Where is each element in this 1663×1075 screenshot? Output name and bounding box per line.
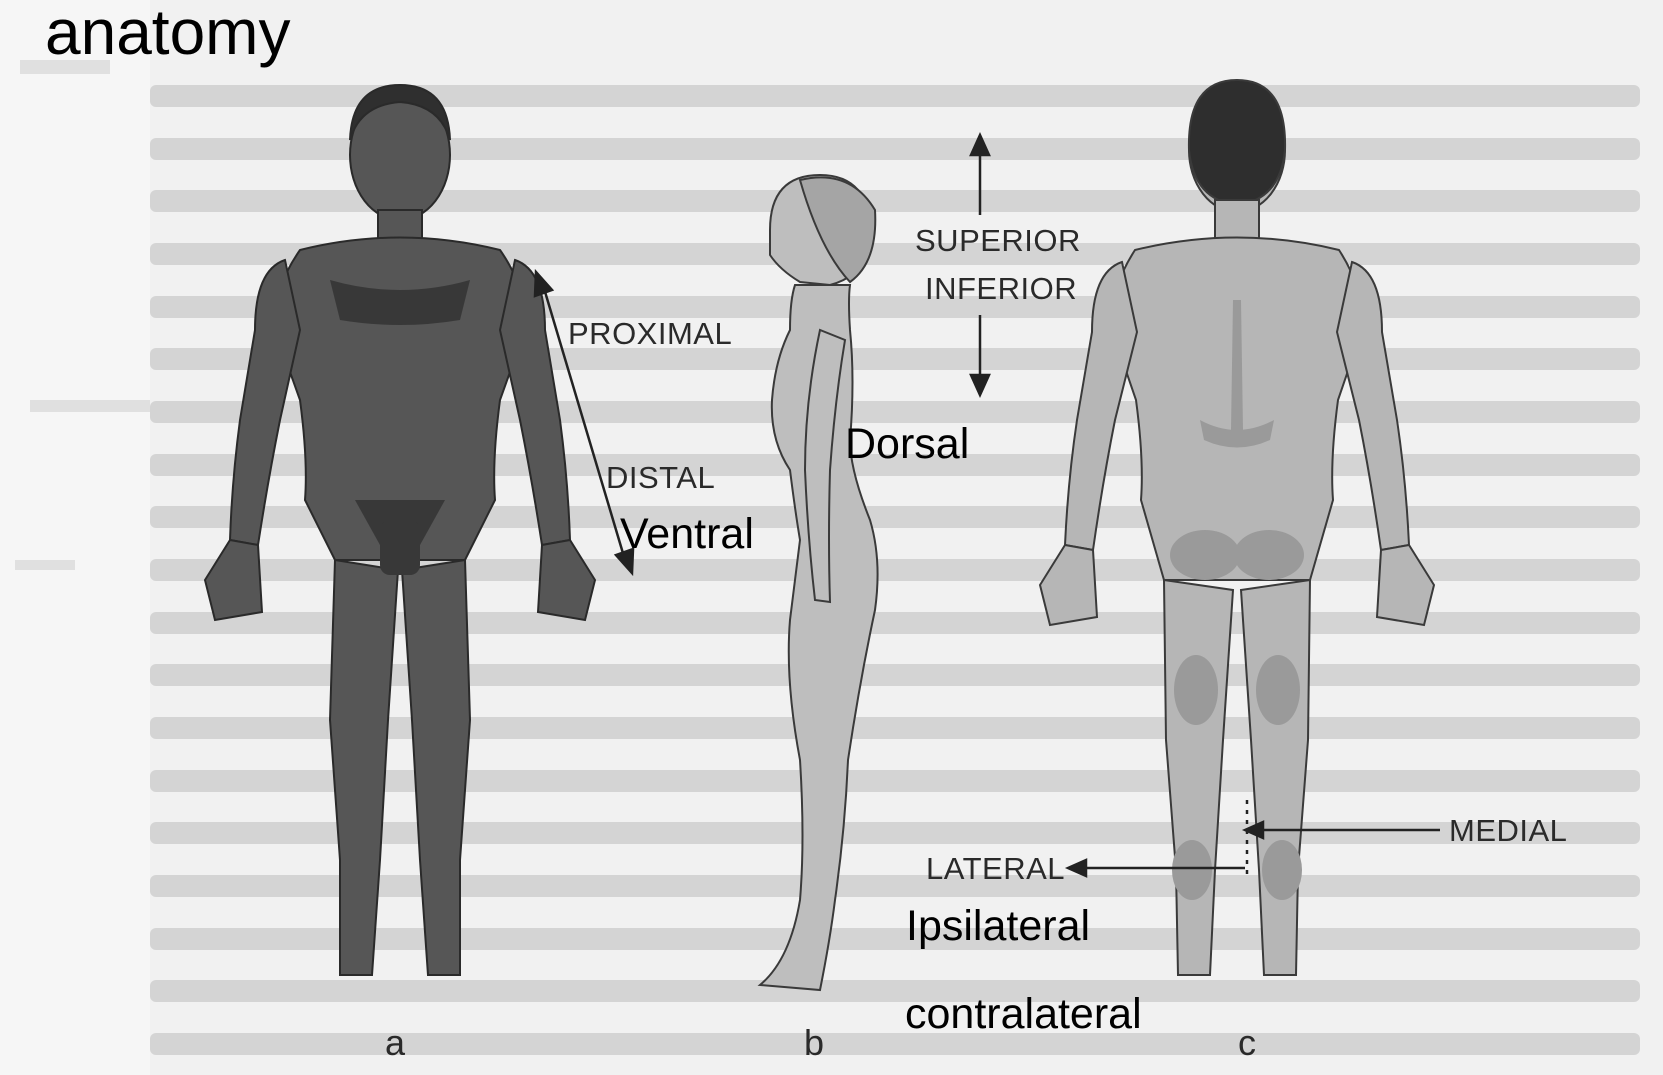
figure-letter-b: b: [804, 1025, 824, 1061]
figure-c-neck: [1215, 200, 1259, 240]
contralateral-label: contralateral: [905, 993, 1142, 1036]
distal-label: DISTAL: [606, 462, 715, 493]
dorsal-label: Dorsal: [845, 423, 969, 466]
figure-c-hair: [1189, 80, 1285, 205]
slide-title: anatomy: [45, 0, 290, 64]
figure-letter-a: a: [385, 1025, 405, 1061]
proximal-label: PROXIMAL: [568, 318, 732, 349]
page-left-margin: [0, 0, 150, 1075]
superior-label: SUPERIOR: [915, 225, 1081, 256]
inferior-label: INFERIOR: [925, 273, 1077, 304]
figure-letter-c: c: [1238, 1025, 1256, 1061]
medial-label: MEDIAL: [1449, 815, 1567, 846]
ipsilateral-label: Ipsilateral: [906, 905, 1090, 948]
lateral-label: LATERAL: [926, 853, 1065, 884]
ventral-label: Ventral: [620, 513, 754, 556]
